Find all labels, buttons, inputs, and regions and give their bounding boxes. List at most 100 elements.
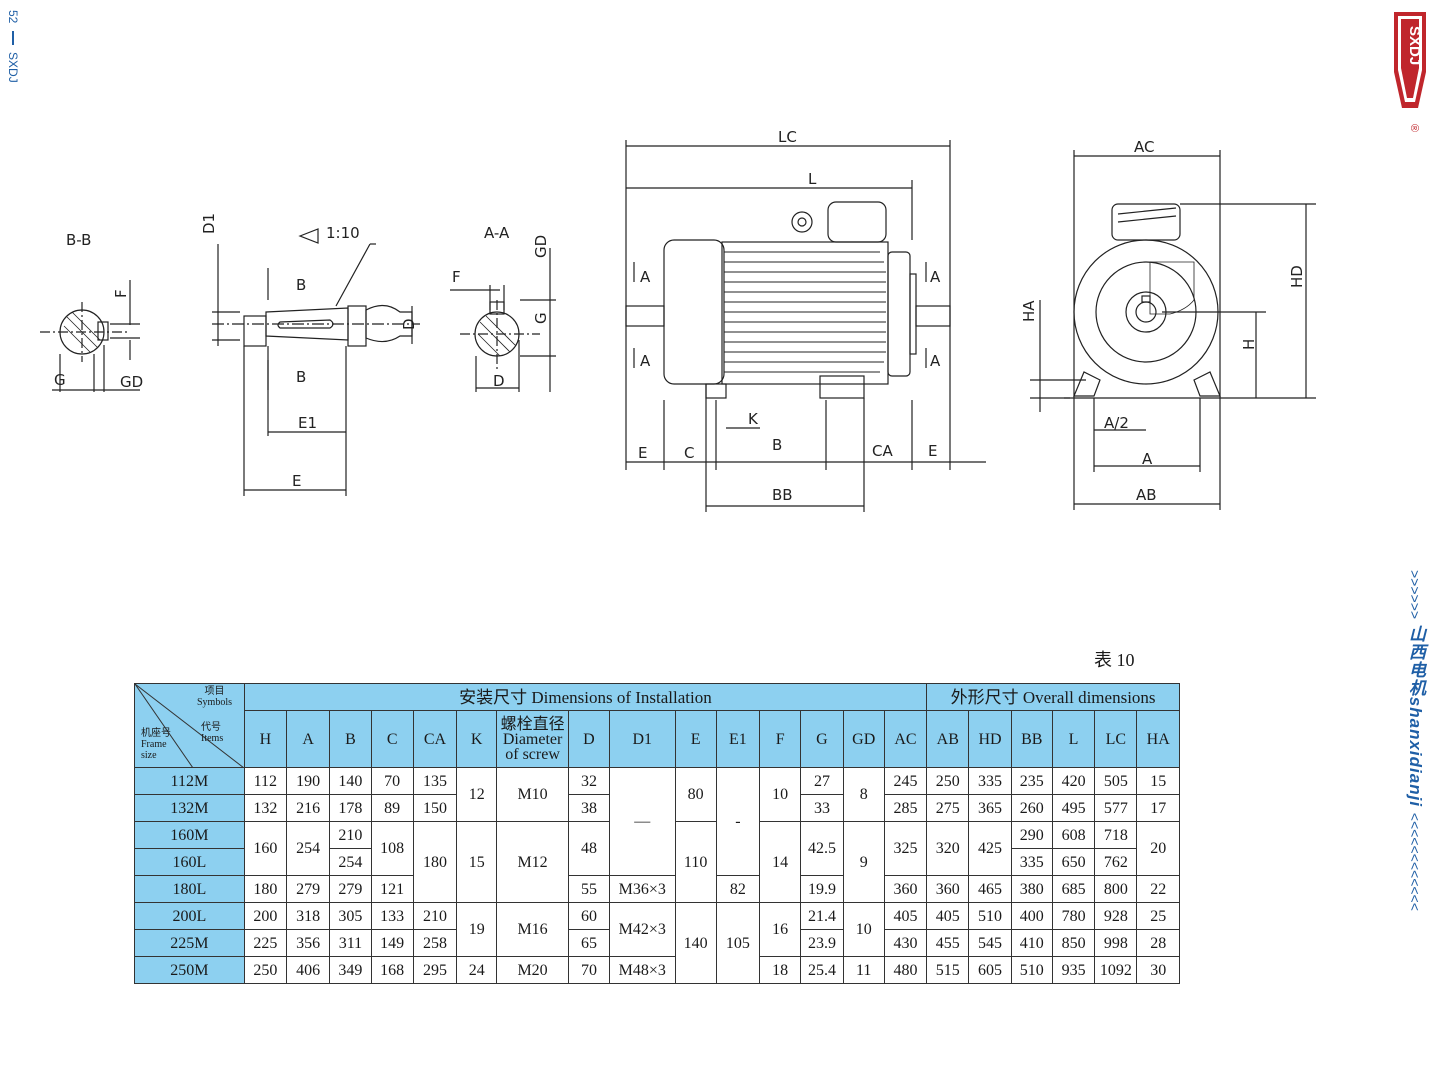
table-row: 160L 254 335 650 762 bbox=[134, 848, 1180, 876]
col-gd: GD bbox=[842, 710, 885, 768]
cell-b: 210 bbox=[329, 821, 372, 849]
cell-b: 178 bbox=[329, 794, 372, 822]
label-ac: AC bbox=[1134, 138, 1154, 156]
cell-c: 89 bbox=[370, 794, 414, 822]
cell-ac: 480 bbox=[883, 956, 928, 984]
table-row: 132M 132 216 178 89 150 38 33 285 275 36… bbox=[134, 794, 1180, 822]
label-b-side: B bbox=[772, 436, 782, 454]
cell-g: 25.4 bbox=[800, 956, 844, 984]
cell-screw: M12 bbox=[496, 821, 569, 903]
cell-ac: 405 bbox=[883, 902, 928, 930]
cell-screw: M16 bbox=[496, 902, 569, 957]
cell-d: 48 bbox=[567, 821, 611, 876]
table-row: 160M 160 254 210 108 180 15 M12 48 110 1… bbox=[134, 821, 1180, 903]
table-label: 表 10 bbox=[1094, 650, 1135, 670]
cell-a: 356 bbox=[285, 929, 331, 957]
col-e1: E1 bbox=[715, 710, 761, 768]
col-lc: LC bbox=[1094, 710, 1138, 768]
cell-ha: 30 bbox=[1136, 956, 1180, 984]
cell-ha: 20 bbox=[1136, 821, 1180, 876]
cell-ca: 295 bbox=[412, 956, 458, 984]
label-a-lower-right: A bbox=[930, 352, 941, 370]
cell-gd: 9 bbox=[842, 821, 885, 903]
technical-drawing: B-B F G GD bbox=[40, 128, 1316, 512]
cell-a: 406 bbox=[285, 956, 331, 984]
cell-d1: — bbox=[609, 767, 676, 876]
side-brand-strip: >>>>>> 山西电机shanxidianji <<<<<<<<<<<< bbox=[1398, 570, 1428, 990]
label-a-upper-right: A bbox=[930, 268, 941, 286]
shaft-side-view bbox=[212, 228, 420, 496]
cell-lc: 800 bbox=[1094, 875, 1138, 903]
cell-e1: 82 bbox=[715, 875, 761, 903]
cell-d: 60 bbox=[567, 902, 611, 930]
cell-h: 112 bbox=[243, 767, 287, 795]
label-ca: CA bbox=[872, 442, 893, 460]
logo-text: SXDJ bbox=[1406, 26, 1423, 65]
cell-ac: 430 bbox=[883, 929, 928, 957]
cell-hd: 425 bbox=[968, 821, 1012, 876]
cell-g: 33 bbox=[800, 794, 844, 822]
cell-ab: 515 bbox=[926, 956, 970, 984]
cell-g: 23.9 bbox=[800, 929, 844, 957]
cell-d: 70 bbox=[567, 956, 611, 984]
frame-cell: 112M bbox=[134, 767, 245, 795]
table-row: 225M 225 356 311 149 258 65 23.9 430 455… bbox=[134, 929, 1180, 957]
col-d1: D1 bbox=[609, 710, 676, 768]
label-hd: HD bbox=[1288, 265, 1306, 288]
cell-d: 65 bbox=[567, 929, 611, 957]
bb-section-view bbox=[40, 280, 140, 392]
cell-ac: 325 bbox=[883, 821, 928, 876]
cell-lc: 998 bbox=[1094, 929, 1138, 957]
cell-c: 133 bbox=[370, 902, 414, 930]
cell-e1: - bbox=[715, 767, 761, 876]
label-bb-section: B-B bbox=[66, 231, 91, 249]
symbol-header-row: H A B C CA K 螺栓直径 Diameter of screw D D1… bbox=[135, 710, 1180, 768]
motor-side-view bbox=[625, 140, 986, 512]
cell-h: 200 bbox=[243, 902, 287, 930]
label-aa-section: A-A bbox=[484, 224, 510, 242]
cell-g: 27 bbox=[800, 767, 844, 795]
aa-section-view bbox=[450, 248, 556, 392]
label-a-end: A bbox=[1142, 450, 1153, 468]
cell-e: 110 bbox=[674, 821, 717, 903]
cell-bb: 260 bbox=[1010, 794, 1053, 822]
cell-f: 10 bbox=[759, 767, 802, 822]
divider bbox=[12, 30, 14, 45]
label-b-upper: B bbox=[296, 276, 306, 294]
cell-bb: 410 bbox=[1010, 929, 1053, 957]
cell-hd: 545 bbox=[968, 929, 1012, 957]
cell-hd: 365 bbox=[968, 794, 1012, 822]
cell-ab: 250 bbox=[926, 767, 970, 795]
frame-cell: 200L bbox=[134, 902, 245, 930]
cell-gd: 10 bbox=[842, 902, 885, 957]
cell-d: 38 bbox=[567, 794, 611, 822]
col-c: C bbox=[370, 710, 414, 768]
col-f: F bbox=[759, 710, 802, 768]
cell-screw: M10 bbox=[496, 767, 569, 822]
label-d-shaft: D bbox=[400, 318, 418, 330]
label-g-bb: G bbox=[54, 371, 66, 389]
cell-hd: 335 bbox=[968, 767, 1012, 795]
cell-screw: M20 bbox=[496, 956, 569, 984]
cell-c: 121 bbox=[370, 875, 414, 903]
label-gd-bb: GD bbox=[120, 373, 143, 391]
cell-g: 42.5 bbox=[800, 821, 844, 876]
col-a: A bbox=[285, 710, 331, 768]
col-k: K bbox=[456, 710, 498, 768]
cell-ha: 28 bbox=[1136, 929, 1180, 957]
cell-b: 254 bbox=[329, 848, 372, 876]
col-ha: HA bbox=[1136, 710, 1180, 768]
cell-d1: M42×3 bbox=[609, 902, 676, 957]
col-l: L bbox=[1051, 710, 1096, 768]
label-e1: E1 bbox=[298, 414, 317, 432]
cell-lc: 718 bbox=[1094, 821, 1138, 849]
frame-cell: 160M bbox=[134, 821, 245, 849]
cell-hd: 605 bbox=[968, 956, 1012, 984]
frame-cell: 250M bbox=[134, 956, 245, 984]
label-d-aa: D bbox=[493, 372, 505, 390]
cell-h: 132 bbox=[243, 794, 287, 822]
cell-lc: 762 bbox=[1094, 848, 1138, 876]
col-ca: CA bbox=[412, 710, 458, 768]
